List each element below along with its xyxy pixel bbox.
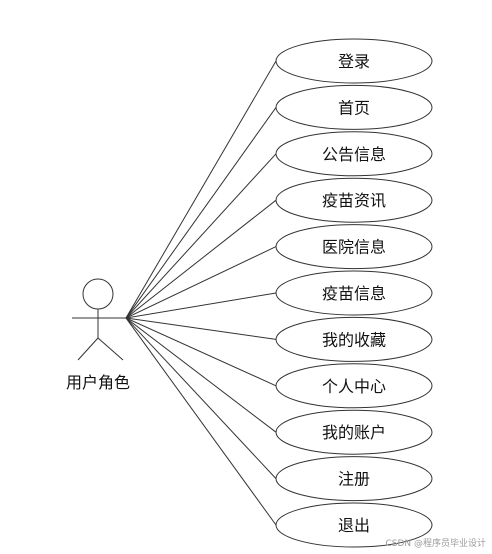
use-case-label: 公告信息 [322, 145, 386, 164]
use-case-ellipse [275, 363, 433, 409]
use-case-label: 退出 [338, 516, 370, 535]
use-case-label: 疫苗信息 [322, 284, 386, 303]
use-case-label: 登录 [338, 52, 370, 71]
association-line [125, 292, 277, 319]
association-lines [125, 60, 277, 526]
use-case-label: 我的收藏 [322, 330, 386, 349]
use-case-label: 注册 [338, 470, 370, 489]
use-case-ellipse [275, 502, 433, 548]
association-line [125, 153, 277, 319]
use-case-label: 疫苗资讯 [322, 191, 386, 210]
watermark: CSDN @程序员毕业设计 [385, 537, 486, 549]
use-case: 首页 [275, 84, 433, 130]
association-line [125, 199, 277, 319]
association-line [125, 107, 277, 319]
use-case-ellipse [275, 456, 433, 502]
use-case: 登录 [275, 38, 433, 84]
association-line [125, 60, 277, 319]
use-case: 我的账户 [275, 409, 433, 455]
association-line [125, 246, 277, 319]
use-case-ellipse [275, 224, 433, 270]
use-case-ellipse [275, 270, 433, 316]
use-case: 疫苗资讯 [275, 177, 433, 223]
use-case-ellipse [275, 316, 433, 362]
use-case-ellipse [275, 409, 433, 455]
actor-label: 用户角色 [66, 373, 130, 392]
use-case-label: 我的账户 [322, 423, 386, 442]
use-case-ellipse [275, 131, 433, 177]
use-case: 公告信息 [275, 131, 433, 177]
use-case: 疫苗信息 [275, 270, 433, 316]
actor-left-leg [77, 337, 99, 361]
use-case: 退出 [275, 502, 433, 548]
actor-right-leg [97, 337, 124, 361]
use-case-ellipse [275, 84, 433, 130]
use-case-label: 个人中心 [322, 377, 386, 396]
use-case: 我的收藏 [275, 316, 433, 362]
actor-user-role: 用户角色 [66, 278, 130, 392]
actor-head [82, 278, 114, 310]
association-line [125, 317, 277, 340]
use-case-ellipse [275, 38, 433, 84]
use-case: 注册 [275, 456, 433, 502]
use-case: 个人中心 [275, 363, 433, 409]
association-line [125, 317, 277, 526]
use-case-label: 医院信息 [322, 238, 386, 257]
association-line [125, 317, 277, 387]
use-case: 医院信息 [275, 224, 433, 270]
use-case-ellipse [275, 177, 433, 223]
use-case-label: 首页 [338, 98, 370, 117]
association-line [125, 317, 277, 433]
association-line [125, 317, 277, 479]
